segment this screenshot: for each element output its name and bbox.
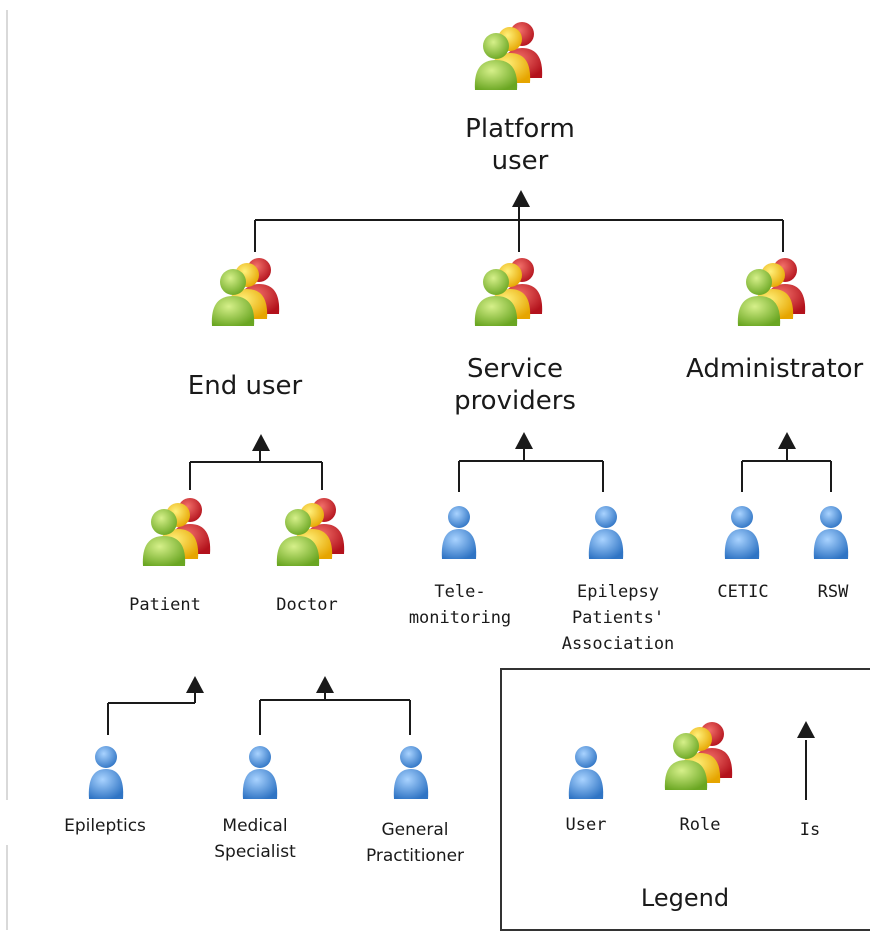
administrator-label: Administrator bbox=[686, 354, 864, 384]
patient-role-icon bbox=[143, 498, 210, 566]
connector-administrator bbox=[741, 448, 832, 492]
connector-service-providers bbox=[458, 448, 604, 492]
platform-user-role-icon bbox=[475, 22, 542, 90]
epilepsy-association-user-icon bbox=[588, 506, 624, 559]
administrator-role-icon bbox=[738, 258, 805, 326]
cetic-label: CETIC bbox=[717, 582, 769, 602]
medical-specialist-user-icon bbox=[242, 746, 278, 799]
general-practitioner-user-icon bbox=[393, 746, 429, 799]
cetic-user-icon bbox=[724, 506, 760, 559]
arrow-platform bbox=[512, 190, 530, 207]
legend-is-arrow bbox=[797, 721, 815, 800]
epilepsy-association-label: Epilepsy Patients' Association bbox=[561, 582, 675, 654]
end-user-role-icon bbox=[212, 258, 279, 326]
connector-platform bbox=[254, 205, 784, 252]
left-edge-line-top bbox=[6, 10, 8, 800]
doctor-role-icon bbox=[277, 498, 344, 566]
legend-title: Legend bbox=[640, 884, 730, 912]
legend-user-label: User bbox=[565, 815, 607, 835]
doctor-label: Doctor bbox=[276, 595, 338, 615]
rsw-user-icon bbox=[813, 506, 849, 559]
epileptics-label: Epileptics bbox=[64, 816, 146, 836]
patient-label: Patient bbox=[129, 595, 201, 615]
legend-role-label: Role bbox=[679, 815, 721, 835]
legend-box bbox=[500, 668, 870, 931]
end-user-label: End user bbox=[187, 371, 303, 401]
connector-end-user bbox=[189, 450, 323, 490]
telemonitoring-label: Tele- monitoring bbox=[408, 582, 512, 628]
epileptics-user-icon bbox=[88, 746, 124, 799]
arrow-patient bbox=[186, 676, 204, 693]
arrow-doctor bbox=[316, 676, 334, 693]
platform-user-label: Platform user bbox=[465, 114, 575, 176]
general-practitioner-label: General Practitioner bbox=[365, 820, 465, 866]
legend-is-label: Is bbox=[799, 820, 821, 840]
telemonitoring-user-icon bbox=[441, 506, 477, 559]
service-providers-role-icon bbox=[475, 258, 542, 326]
service-providers-label: Service providers bbox=[454, 354, 576, 416]
arrow-end-user bbox=[252, 434, 270, 451]
medical-specialist-label: Medical Specialist bbox=[214, 816, 296, 862]
left-edge-line-bottom bbox=[6, 845, 8, 930]
arrow-administrator bbox=[778, 432, 796, 449]
rsw-label: RSW bbox=[817, 582, 849, 602]
connector-patient bbox=[107, 693, 196, 735]
connector-doctor bbox=[259, 692, 411, 735]
arrow-service-providers bbox=[515, 432, 533, 449]
